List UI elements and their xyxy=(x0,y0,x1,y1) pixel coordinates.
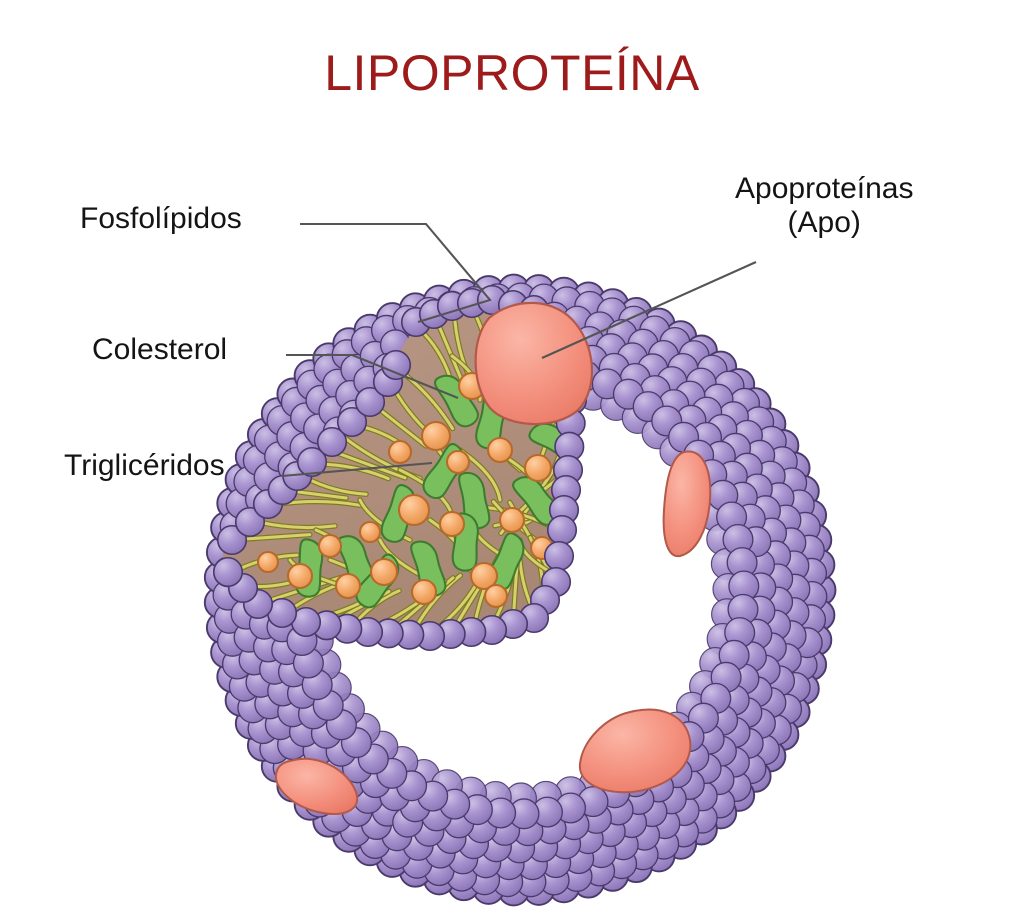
label-apoproteins-line1: Apoproteínas xyxy=(735,172,914,205)
leader-lines xyxy=(281,222,757,478)
monolayer-rim-bead xyxy=(546,514,578,546)
leader-apoproteins xyxy=(541,261,757,359)
apoprotein-bottom-right xyxy=(578,708,692,794)
monolayer-rim-bead xyxy=(543,540,575,572)
phospholipid-shell xyxy=(203,273,837,907)
triglyceride-droplet xyxy=(286,562,314,590)
triglyceride-droplet xyxy=(317,533,343,559)
monolayer-rim-bead xyxy=(336,406,368,438)
monolayer-rim-bead xyxy=(380,349,412,381)
triglyceride-droplet xyxy=(358,520,382,544)
triglyceride-droplet xyxy=(369,557,399,587)
monolayer-rim-bead xyxy=(212,556,244,588)
label-phospholipids: Fosfolípidos xyxy=(80,202,242,235)
triglyceride-droplet xyxy=(445,449,471,475)
monolayer-rim-bead xyxy=(296,446,328,478)
triglyceride-droplets xyxy=(256,371,569,609)
monolayer-rim-bead xyxy=(354,386,386,418)
label-triglycerides: Triglicéridos xyxy=(64,449,225,482)
leader-cholesterol xyxy=(286,353,459,399)
apoprotein-right xyxy=(662,450,712,558)
triglyceride-droplet xyxy=(523,453,553,483)
leader-phospholipids xyxy=(300,222,492,324)
triglyceride-droplet xyxy=(334,572,362,600)
apoprotein-patches xyxy=(274,301,712,815)
triglyceride-droplet xyxy=(256,550,280,574)
triglyceride-droplet xyxy=(420,420,452,452)
phospholipid-tail xyxy=(256,520,337,530)
triglyceride-droplet xyxy=(410,578,438,606)
cholesterol-molecule xyxy=(410,540,447,597)
triglyceride-droplet xyxy=(483,583,509,609)
triglyceride-droplet xyxy=(387,439,413,465)
phospholipid-tail xyxy=(399,369,455,431)
leader-triglycerides xyxy=(281,461,433,478)
monolayer-rim-bead xyxy=(316,426,348,458)
triglyceride-droplet xyxy=(438,510,466,538)
label-apoproteins: Apoproteínas (Apo) xyxy=(735,172,913,239)
apoprotein-bottom-left xyxy=(274,757,359,815)
monolayer-rim-bead xyxy=(216,524,248,556)
triglyceride-droplet xyxy=(397,493,431,527)
label-cholesterol: Colesterol xyxy=(92,333,228,366)
apoprotein-top xyxy=(474,301,593,426)
triglyceride-droplet xyxy=(498,506,526,534)
triglyceride-droplet xyxy=(469,561,499,591)
page-title: LIPOPROTEÍNA xyxy=(324,45,700,101)
triglyceride-droplet xyxy=(486,436,514,464)
monolayer-rim-bead xyxy=(234,506,266,538)
label-apoproteins-line2: (Apo) xyxy=(787,205,861,239)
